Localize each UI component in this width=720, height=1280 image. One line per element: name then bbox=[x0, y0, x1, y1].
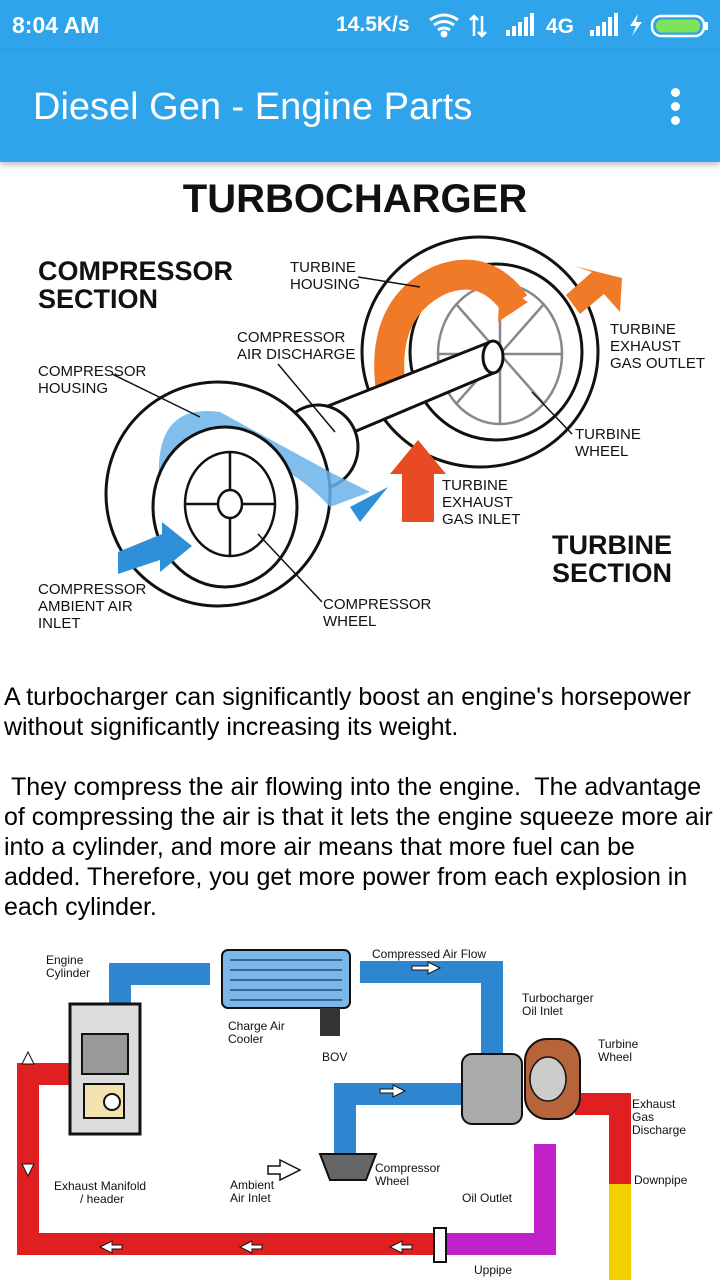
engine-cylinder bbox=[68, 1002, 142, 1136]
uppipe-label: Uppipe bbox=[474, 1263, 512, 1277]
air-filter bbox=[318, 1153, 378, 1181]
turbo-shaft bbox=[316, 339, 505, 444]
ambient-air-arrow bbox=[118, 522, 192, 574]
svg-text:WHEEL: WHEEL bbox=[575, 443, 628, 460]
turbine-section-label: TURBINE bbox=[552, 530, 672, 560]
svg-text:HOUSING: HOUSING bbox=[290, 276, 360, 293]
exhaust-flow-arrow bbox=[374, 259, 528, 416]
overflow-menu-button[interactable] bbox=[656, 80, 696, 132]
svg-text:EXHAUST: EXHAUST bbox=[610, 338, 681, 355]
svg-text:Wheel: Wheel bbox=[375, 1174, 409, 1188]
app-bar: Diesel Gen - Engine Parts bbox=[0, 50, 720, 162]
turbine-exhaust-gas-outlet-label: TURBINE bbox=[610, 321, 676, 338]
svg-text:GAS OUTLET: GAS OUTLET bbox=[610, 355, 705, 372]
article-paragraph: They compress the air flowing into the e… bbox=[4, 773, 720, 921]
svg-text:/ header: / header bbox=[80, 1192, 124, 1206]
compressor-wheel-label: COMPRESSOR bbox=[323, 596, 432, 613]
data-transfer-icon bbox=[469, 14, 487, 38]
turbine-wheel-label: Turbine bbox=[598, 1037, 639, 1051]
compressor-ambient-air-inlet-label: COMPRESSOR bbox=[38, 581, 147, 598]
exhaust-inlet-arrow bbox=[390, 440, 446, 522]
compressor-section-label: COMPRESSOR bbox=[38, 256, 233, 286]
downpipe-label: Downpipe bbox=[634, 1173, 688, 1187]
svg-text:EXHAUST: EXHAUST bbox=[442, 494, 513, 511]
network-type: 4G bbox=[546, 15, 574, 38]
turbocharger-diagram: TURBOCHARGER COMPRESSOR SECTION TURBINE … bbox=[38, 177, 705, 632]
overflow-menu-icon bbox=[671, 88, 680, 97]
app-title: Diesel Gen - Engine Parts bbox=[33, 86, 473, 128]
exhaust-manifold-label: Exhaust Manifold bbox=[54, 1179, 146, 1193]
svg-text:Wheel: Wheel bbox=[598, 1050, 632, 1064]
svg-text:Cylinder: Cylinder bbox=[46, 966, 90, 980]
svg-text:Gas: Gas bbox=[632, 1110, 654, 1124]
compressor-air-discharge-label: COMPRESSOR bbox=[237, 329, 346, 346]
engine-cylinder-label: Engine bbox=[46, 953, 84, 967]
svg-text:SECTION: SECTION bbox=[38, 284, 158, 314]
turbocharger-oil-inlet-label: Turbocharger bbox=[522, 991, 594, 1005]
diagram-title: TURBOCHARGER bbox=[183, 177, 528, 221]
turbine-exhaust-gas-inlet-label: TURBINE bbox=[442, 477, 508, 494]
status-time: 8:04 AM bbox=[12, 12, 100, 38]
svg-text:Cooler: Cooler bbox=[228, 1032, 263, 1046]
exhaust-outlet-arrow bbox=[566, 266, 622, 314]
uppipe bbox=[440, 1144, 556, 1255]
charge-air-cooler-label: Charge Air bbox=[228, 1019, 285, 1033]
article-paragraph: A turbocharger can significantly boost a… bbox=[4, 683, 692, 741]
svg-text:Discharge: Discharge bbox=[632, 1123, 686, 1137]
svg-text:SECTION: SECTION bbox=[552, 558, 672, 588]
content-scroll[interactable]: TURBOCHARGER COMPRESSOR SECTION TURBINE … bbox=[0, 162, 720, 1280]
exhaust-manifold-pipe bbox=[17, 1063, 440, 1255]
signal-icon bbox=[506, 13, 534, 36]
signal-icon bbox=[590, 13, 618, 36]
exhaust-gas-discharge-label: Exhaust bbox=[632, 1097, 676, 1111]
bov-valve bbox=[320, 1008, 340, 1036]
svg-text:AMBIENT AIR: AMBIENT AIR bbox=[38, 598, 133, 615]
ambient-air-arrow bbox=[267, 1158, 302, 1182]
svg-text:Air Inlet: Air Inlet bbox=[230, 1191, 271, 1205]
compressed-air-flow-label: Compressed Air Flow bbox=[372, 947, 486, 961]
turbine-wheel-label: TURBINE bbox=[575, 426, 641, 443]
turbocharger bbox=[461, 1038, 581, 1125]
svg-text:HOUSING: HOUSING bbox=[38, 380, 108, 397]
svg-text:GAS INLET: GAS INLET bbox=[442, 511, 520, 528]
svg-text:INLET: INLET bbox=[38, 615, 81, 632]
compressor-wheel bbox=[183, 450, 277, 558]
bov-label: BOV bbox=[322, 1050, 347, 1064]
status-icons: 4G bbox=[429, 13, 708, 38]
downpipe bbox=[609, 1184, 631, 1280]
svg-text:Oil Inlet: Oil Inlet bbox=[522, 1004, 563, 1018]
svg-text:WHEEL: WHEEL bbox=[323, 613, 376, 630]
charge-air-cooler bbox=[221, 949, 351, 1009]
battery-charging-icon bbox=[630, 14, 708, 38]
turbo-system-diagram: Compressed Air Flow Engine Cylinder Char… bbox=[17, 947, 688, 1280]
turbine-housing-label: TURBINE bbox=[290, 259, 356, 276]
status-bar: 8:04 AM 14.5K/s 4G bbox=[0, 0, 720, 50]
compressor-wheel-label: Compressor bbox=[375, 1161, 440, 1175]
wifi-icon bbox=[429, 13, 459, 38]
oil-outlet-label: Oil Outlet bbox=[462, 1191, 513, 1205]
network-speed: 14.5K/s bbox=[336, 13, 410, 36]
ambient-air-inlet-label: Ambient bbox=[230, 1178, 275, 1192]
svg-text:AIR DISCHARGE: AIR DISCHARGE bbox=[237, 346, 355, 363]
compressor-housing-label: COMPRESSOR bbox=[38, 363, 147, 380]
